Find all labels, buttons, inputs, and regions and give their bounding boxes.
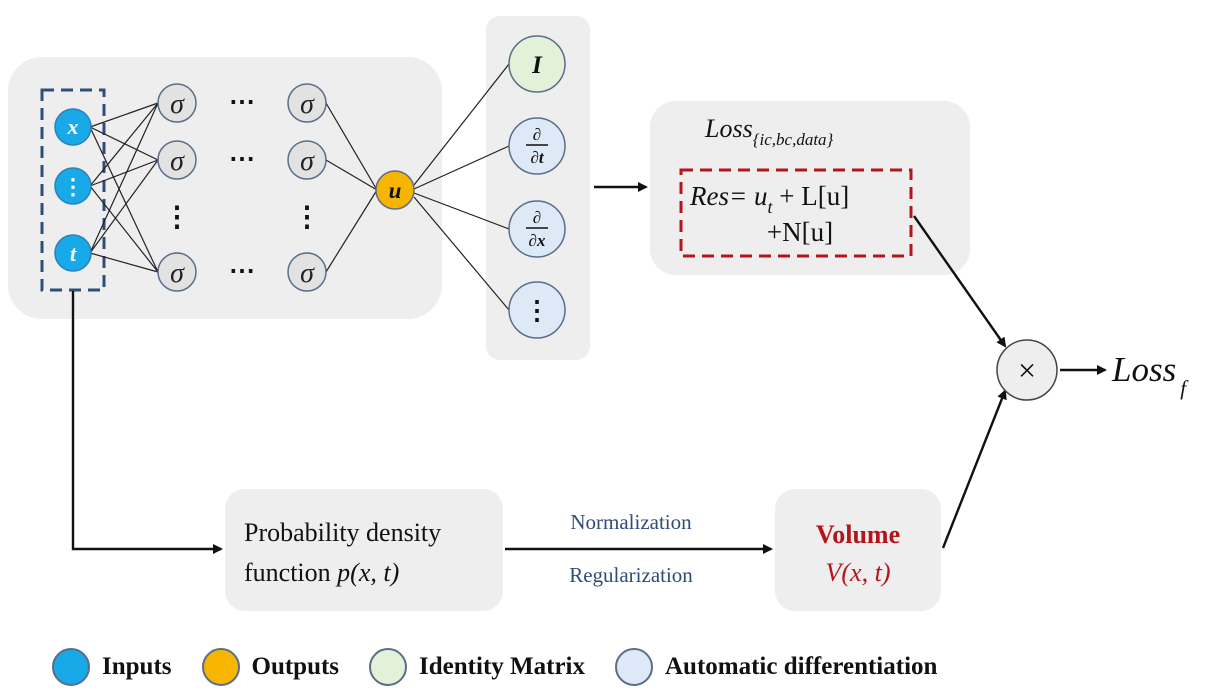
volume-panel [775, 489, 941, 611]
residual-equation-line2: +N[u] [767, 217, 833, 247]
residual-eq-rest: + L[u] [772, 181, 849, 211]
legend-swatch-identity [369, 648, 408, 686]
volume-to-multiply-arrow [941, 389, 1007, 549]
hidden-neuron-label: σ [300, 89, 315, 120]
residual-eq: = u [729, 181, 767, 211]
ellipsis-vertical: ⋮ [293, 202, 321, 233]
autodiff-node-dots: ⋮ [508, 281, 566, 339]
pdf-line1: Probability density [244, 518, 441, 547]
input-node-x: x [54, 108, 92, 146]
hidden-neuron: σ [287, 252, 327, 292]
final-loss-main: Loss [1111, 350, 1176, 389]
autodiff-dots-label: ⋮ [524, 296, 550, 325]
ellipsis-horizontal: ⋯ [229, 87, 255, 116]
input-node-t-label: t [70, 241, 77, 266]
residual-eq-sub: t [767, 197, 773, 217]
identity-node-label: I [531, 52, 543, 79]
hidden-neuron-label: σ [170, 258, 185, 289]
input-node-dots: ⋮ [54, 167, 92, 205]
legend-label-autodiff: Automatic differentiation [665, 653, 938, 680]
legend-label-outputs: Outputs [251, 653, 340, 680]
volume-formula: V(x, t) [826, 558, 891, 587]
legend-swatch-autodiff [615, 648, 653, 686]
ellipsis-horizontal: ⋯ [229, 144, 255, 173]
input-hidden-connections [89, 102, 159, 273]
multiply-node: × [996, 339, 1058, 401]
autodiff-node-dt: ∂ ∂t [508, 117, 566, 175]
legend-item-inputs: Inputs [52, 648, 172, 686]
hidden-neuron: σ [157, 140, 197, 180]
input-node-t: t [54, 234, 92, 272]
input-dashed-box [40, 88, 106, 292]
hidden-neuron-label: σ [170, 89, 185, 120]
regularization-label: Regularization [569, 563, 693, 587]
hidden-neuron: σ [157, 83, 197, 123]
input-node-dots-label: ⋮ [62, 174, 84, 199]
ellipsis-horizontal: ⋯ [229, 256, 255, 285]
loss-panel [650, 101, 970, 275]
legend-item-identity: Identity Matrix [369, 648, 585, 686]
hidden-neuron: σ [287, 83, 327, 123]
legend-label-identity: Identity Matrix [419, 653, 585, 680]
autodiff-dt-denominator: ∂t [530, 148, 544, 167]
legend-item-autodiff: Automatic differentiation [615, 648, 937, 686]
hidden-neuron-label: σ [170, 146, 185, 177]
legend-label-inputs: Inputs [102, 653, 172, 680]
legend-item-outputs: Outputs [201, 648, 340, 686]
autodiff-node-dx: ∂ ∂x [508, 200, 566, 258]
final-loss-sub: f [1180, 376, 1189, 400]
legend: Inputs Outputs Identity Matrix Automatic… [52, 648, 967, 686]
pdf-line2-func: p(x, t) [335, 558, 399, 587]
hidden-output-connections [325, 102, 378, 273]
input-to-pdf-arrow [71, 291, 223, 554]
input-node-x-label: x [67, 114, 79, 139]
autodiff-dx-numerator: ∂ [533, 208, 541, 227]
loss-to-multiply-arrow [913, 215, 1007, 348]
residual-prefix: Res [689, 181, 729, 211]
pdf-panel [225, 489, 503, 611]
output-operator-connections [413, 63, 510, 311]
residual-equation-line1: Res= ut + L[u] [689, 181, 849, 217]
multiply-symbol: × [1018, 352, 1036, 388]
autodiff-dx-denominator: ∂x [529, 231, 546, 250]
output-node-u-label: u [389, 178, 402, 203]
identity-node: I [508, 35, 566, 93]
autodiff-dt-numerator: ∂ [533, 125, 541, 144]
legend-swatch-outputs [201, 648, 240, 686]
loss-box-title: Loss{ic,bc,data} [704, 114, 834, 149]
normalization-label: Normalization [570, 510, 692, 534]
output-node-u: u [375, 170, 415, 210]
loss-title-sub: {ic,bc,data} [753, 130, 834, 149]
hidden-neuron: σ [287, 140, 327, 180]
hidden-neuron-label: σ [300, 146, 315, 177]
hidden-neuron-label: σ [300, 258, 315, 289]
volume-title: Volume [816, 520, 900, 549]
pdf-line2-prefix: function [244, 558, 337, 587]
loss-title-main: Loss [704, 114, 753, 143]
pdf-line2: function p(x, t) [244, 558, 399, 587]
hidden-neuron: σ [157, 252, 197, 292]
ellipsis-vertical: ⋮ [163, 202, 191, 233]
residual-dashed-box [679, 168, 913, 258]
legend-swatch-inputs [52, 648, 90, 686]
